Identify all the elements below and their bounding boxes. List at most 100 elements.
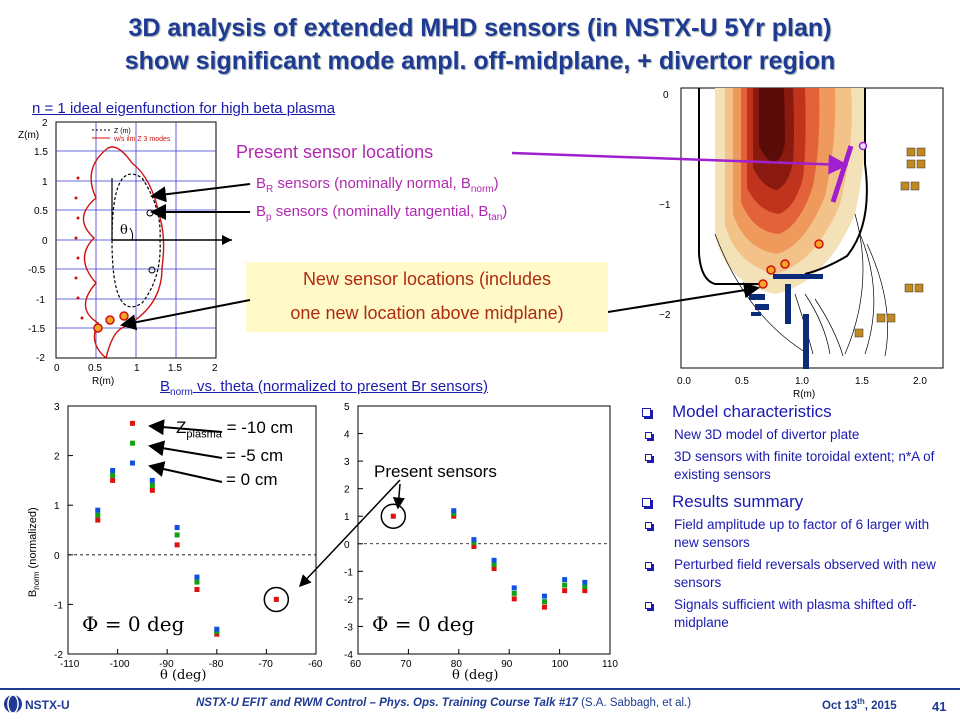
- data-point: [471, 537, 477, 543]
- y-tick: -0.5: [28, 265, 46, 276]
- legend-entry-1: Z (m): [114, 128, 131, 135]
- footer-authors: (S.A. Sabbagh, et al.): [577, 697, 692, 709]
- legend-entry-2: w/s ilm Z 3 modes: [113, 136, 171, 143]
- bp-mid: sensors (nominally tangential, B: [271, 203, 489, 220]
- data-point: [582, 579, 588, 585]
- plot-frame: [357, 405, 611, 655]
- data-point: [95, 512, 101, 518]
- model-heading: Model characteristics: [634, 402, 954, 422]
- y-tick: -1: [36, 295, 45, 306]
- bp-sub: p: [266, 212, 272, 223]
- y-tick: 1.5: [34, 147, 48, 158]
- bnorm-title: Bnorm vs. theta (normalized to present B…: [160, 378, 488, 398]
- data-point: [194, 579, 200, 585]
- phi-left-label: Φ = 0 deg: [82, 612, 185, 636]
- data-point: [541, 604, 547, 610]
- bnorm-y-label: Bnorm (normalized): [27, 457, 41, 597]
- data-point: [511, 590, 517, 596]
- data-point: [511, 596, 517, 602]
- zplasma-sub: plasma: [186, 428, 222, 441]
- data-point: [541, 593, 547, 599]
- x-tick-label: 100: [552, 659, 569, 670]
- x-tick-label: -70: [258, 659, 273, 670]
- data-point: [471, 539, 477, 545]
- contour-x-ticks: 0.0 0.5 1.0 1.5 2.0: [677, 376, 927, 387]
- data-point: [194, 587, 200, 593]
- x-tick-label: 60: [350, 659, 362, 670]
- data-point: [471, 544, 477, 550]
- y-tick-label: 0: [54, 551, 60, 562]
- bnorm-sub: norm: [170, 387, 193, 398]
- data-point: [451, 513, 457, 519]
- title-line-1: 3D analysis of extended MHD sensors (in …: [128, 14, 832, 42]
- y-tick: 0: [663, 90, 669, 101]
- y-tick: 2: [42, 118, 48, 129]
- y-tick: −1: [659, 200, 671, 211]
- new-sensor-line-2: one new location above midplane): [290, 303, 564, 323]
- summary-bullets: Model characteristics New 3D model of di…: [634, 402, 954, 636]
- highlight-circle: [263, 586, 290, 613]
- model-item: 3D sensors with finite toroidal extent; …: [634, 448, 954, 484]
- br-sub: R: [266, 184, 274, 195]
- date-sup: th: [857, 697, 865, 706]
- phi-right-label: Φ = 0 deg: [372, 612, 475, 636]
- data-point: [174, 542, 180, 548]
- logo-text: NSTX-U: [25, 698, 70, 712]
- r-axis-label: R(m): [92, 376, 114, 386]
- data-point: [451, 510, 457, 516]
- x-tick: 0.5: [735, 376, 749, 387]
- br-sensors-label: BR sensors (nominally normal, Bnorm): [256, 175, 499, 195]
- date-post: , 2015: [864, 699, 897, 712]
- data-point: [491, 557, 497, 563]
- slide-title: 3D analysis of extended MHD sensors (in …: [0, 0, 960, 92]
- br-pre: B: [256, 175, 267, 192]
- x-tick: 0: [54, 363, 60, 374]
- eigenfunction-markers: [74, 176, 84, 320]
- y-tick: 0.5: [34, 206, 48, 217]
- zplasma-post: = -10 cm: [221, 418, 294, 437]
- results-item: Signals sufficient with plasma shifted o…: [634, 596, 954, 632]
- footer-bar: [0, 688, 960, 722]
- new-sensor-markers: [758, 239, 824, 289]
- y-tick-label: -2: [344, 595, 353, 606]
- model-item: New 3D model of divertor plate: [634, 426, 954, 444]
- highlight-circle: [380, 503, 407, 529]
- data-point: [582, 583, 588, 589]
- ylabel-pre: B: [26, 589, 39, 598]
- x-tick-label: -100: [110, 659, 130, 670]
- sensor-marker: [858, 141, 868, 151]
- y-tick-label: -1: [344, 567, 353, 578]
- y-tick-label: 5: [344, 402, 350, 413]
- y-tick-label: 3: [344, 457, 350, 468]
- data-point: [129, 440, 135, 446]
- y-tick: -2: [36, 353, 45, 364]
- y-tick-label: 2: [344, 485, 350, 496]
- data-point: [110, 472, 116, 478]
- y-tick-label: -3: [344, 622, 353, 633]
- data-point: [562, 582, 568, 588]
- y-tick-label: 0: [344, 540, 350, 551]
- boundary-plot: Z(m) 2 1.5 1 0.5 0 -0.5 -1 -1.5 -2 0 0.5…: [18, 118, 232, 386]
- data-point: [451, 508, 457, 514]
- vessel-wall: [698, 88, 868, 285]
- bnorm-post: vs. theta (normalized to present Br sens…: [192, 378, 488, 395]
- results-item: Field amplitude up to factor of 6 larger…: [634, 516, 954, 552]
- y-tick: 1: [42, 177, 48, 188]
- data-point: [129, 460, 135, 466]
- data-point: [194, 574, 200, 580]
- data-point: [491, 566, 497, 572]
- nstx-logo: NSTX-U: [4, 694, 70, 714]
- z-zero-label: = 0 cm: [226, 470, 278, 489]
- x-axis-label: R(m): [793, 389, 815, 400]
- x-tick: 0.5: [88, 363, 102, 374]
- y-tick-label: 2: [54, 452, 60, 463]
- data-point: [149, 487, 155, 493]
- ylabel-post: (normalized): [26, 507, 39, 572]
- bp-post: ): [502, 203, 508, 220]
- y-tick-label: -2: [54, 650, 63, 661]
- arrow-head: [222, 235, 232, 245]
- zplasma-label: Zplasma = -10 cm: [176, 418, 293, 440]
- x-tick-label: 80: [451, 659, 463, 670]
- data-point: [149, 477, 155, 483]
